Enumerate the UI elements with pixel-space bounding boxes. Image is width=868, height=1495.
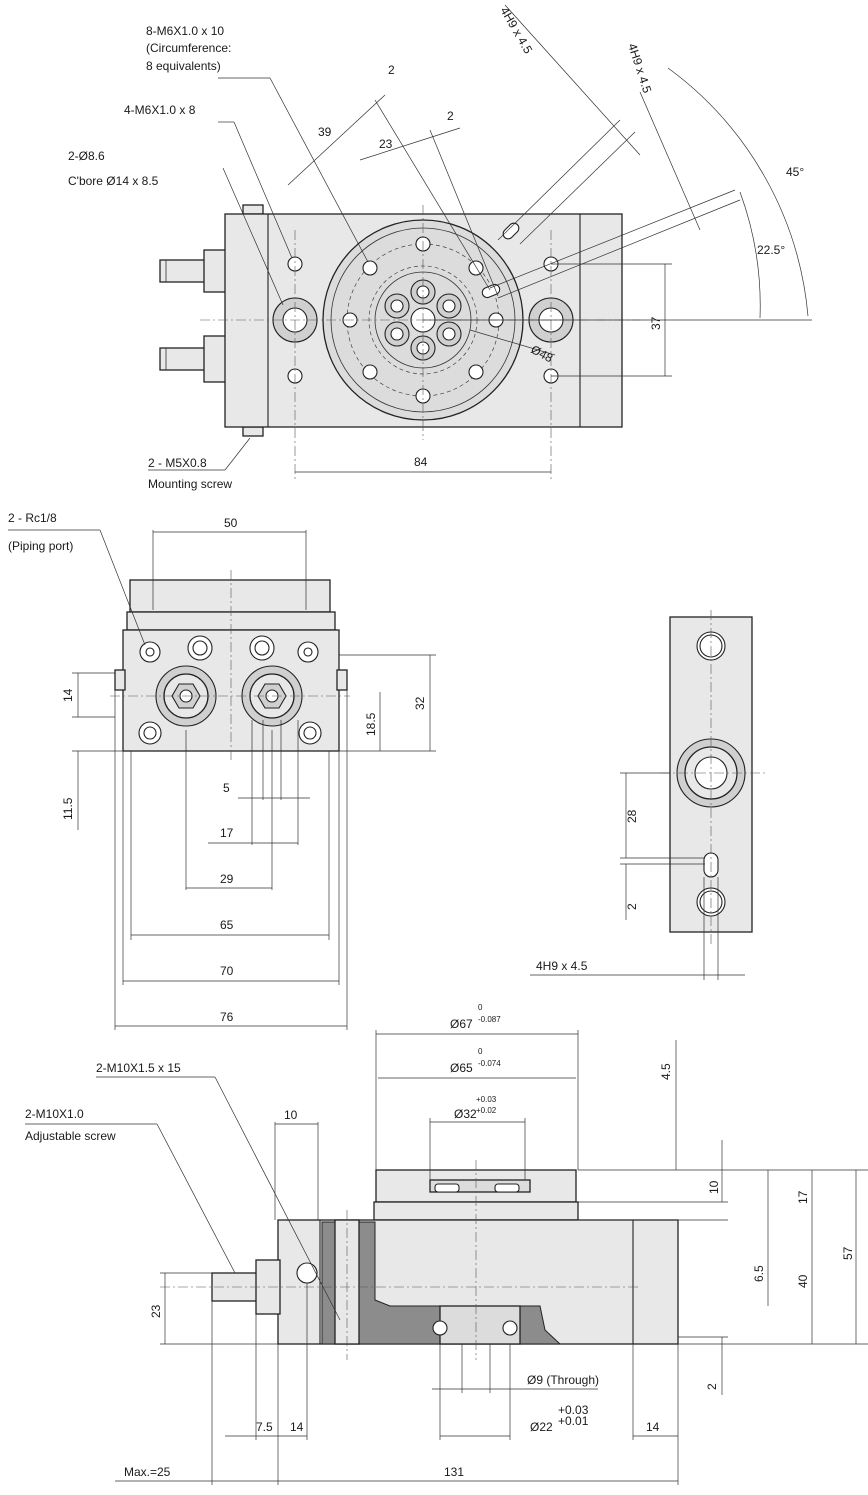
dim-23b: 23 (149, 1304, 163, 1318)
label-equivalents: 8 equivalents) (146, 59, 221, 73)
label-d9-through: Ø9 (Through) (527, 1373, 599, 1387)
dim-6-5: 6.5 (752, 1265, 766, 1282)
label-m10x15: 2-M10X1.5 x 15 (96, 1061, 181, 1075)
section-view (25, 1030, 868, 1485)
dimension-labels: 2 39 23 2 45° 22.5° 37 Ø48 84 50 14 32 1… (61, 63, 855, 1479)
dim-4-5: 4.5 (659, 1063, 673, 1080)
dim-65-lower: -0.074 (478, 1059, 501, 1068)
label-m10: 2-M10X1.0 (25, 1107, 84, 1121)
dim-32-lower: +0.02 (476, 1106, 497, 1115)
label-h9-c: 4H9 x 4.5 (536, 959, 588, 973)
dim-5: 5 (223, 781, 230, 795)
dim-65-dia: Ø65 (450, 1061, 473, 1075)
dim-29: 29 (220, 872, 234, 886)
front-view (8, 529, 436, 1030)
dim-50: 50 (224, 516, 238, 530)
dim-7-5: 7.5 (256, 1420, 273, 1434)
label-h9-a: 4H9 x 4.5 (497, 5, 535, 57)
dim-39: 39 (318, 125, 332, 139)
dim-45deg: 45° (786, 165, 804, 179)
label-mounting-screw: Mounting screw (148, 477, 232, 491)
dim-57: 57 (841, 1246, 855, 1260)
label-piping-port: (Piping port) (8, 539, 73, 553)
dim-17b: 17 (796, 1190, 810, 1204)
dim-40: 40 (796, 1274, 810, 1288)
dim-2d: 2 (705, 1383, 719, 1390)
dim-2c: 2 (625, 903, 639, 910)
dim-65: 65 (220, 918, 234, 932)
dim-11-5: 11.5 (61, 797, 75, 820)
label-h9-b: 4H9 x 4.5 (625, 42, 654, 95)
dim-22-lower: +0.01 (558, 1414, 589, 1428)
dim-84: 84 (414, 455, 428, 469)
dim-131: 131 (444, 1465, 464, 1479)
dim-67: Ø67 (450, 1017, 473, 1031)
dim-2b: 2 (447, 109, 454, 123)
dim-37: 37 (649, 316, 663, 330)
dim-22-5deg: 22.5° (757, 243, 785, 257)
dim-65-upper: 0 (478, 1047, 483, 1056)
dim-14c: 14 (646, 1420, 660, 1434)
top-fitting-upper (159, 259, 207, 283)
dim-14: 14 (61, 688, 75, 702)
label-m6x10: 8-M6X1.0 x 10 (146, 24, 224, 38)
side-view (530, 610, 765, 980)
dim-76: 76 (220, 1010, 234, 1024)
label-m5: 2 - M5X0.8 (148, 456, 207, 470)
label-rc18: 2 - Rc1/8 (8, 511, 57, 525)
label-circumference: (Circumference: (146, 41, 231, 55)
dim-32-dia: Ø32 (454, 1107, 477, 1121)
dim-32-upper: +0.03 (476, 1095, 497, 1104)
label-m6x8: 4-M6X1.0 x 8 (124, 103, 196, 117)
dim-67-lower: -0.087 (478, 1015, 501, 1024)
dim-22-upper: +0.03 (558, 1403, 589, 1417)
dim-32: 32 (413, 696, 427, 710)
dim-10b: 10 (707, 1180, 721, 1194)
dim-17: 17 (220, 826, 234, 840)
dim-28: 28 (625, 809, 639, 823)
label-cbore: C'bore Ø14 x 8.5 (68, 174, 159, 188)
dim-2a: 2 (388, 63, 395, 77)
dim-14b: 14 (290, 1420, 304, 1434)
dim-22: Ø22 (530, 1420, 553, 1434)
label-d86: 2-Ø8.6 (68, 149, 105, 163)
top-view (148, 4, 812, 480)
label-max25: Max.=25 (124, 1465, 171, 1479)
dim-70: 70 (220, 964, 234, 978)
top-fitting-lower (159, 347, 207, 371)
label-adjustable-screw: Adjustable screw (25, 1129, 116, 1143)
dim-10a: 10 (284, 1108, 298, 1122)
dim-23: 23 (379, 137, 393, 151)
dim-18-5: 18.5 (364, 712, 378, 736)
dim-67-upper: 0 (478, 1003, 483, 1012)
